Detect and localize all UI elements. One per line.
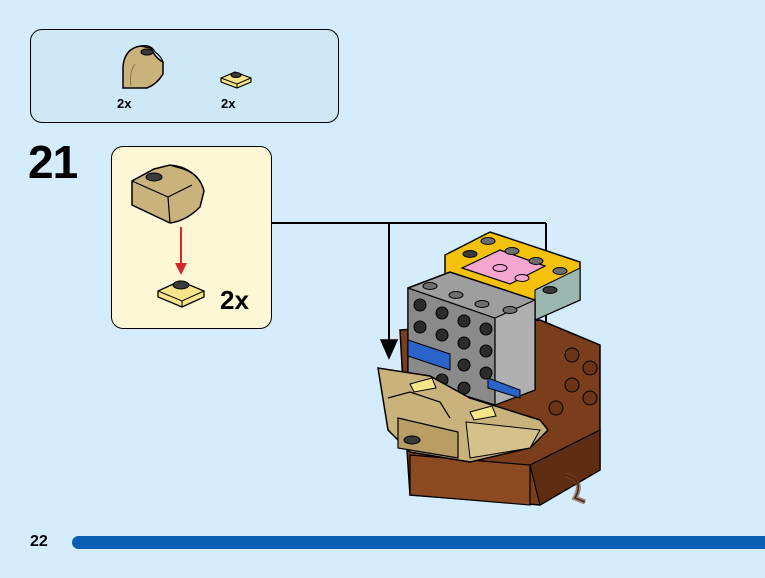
yellow-plate-1x1-icon	[219, 66, 255, 90]
grey-face-bricks-icon	[407, 271, 536, 406]
parts-list-box: 2x 2x	[30, 29, 339, 123]
part-qty: 2x	[117, 96, 132, 111]
subassembly-callout: 2x	[111, 146, 272, 329]
page-progress-bar	[72, 536, 765, 549]
step-number: 21	[28, 136, 78, 188]
subassembly-qty: 2x	[220, 285, 249, 315]
tan-curved-slope-brick-icon	[131, 164, 205, 224]
arrow-head-icon	[379, 339, 399, 360]
red-arrow-icon	[175, 227, 187, 275]
tan-curved-slope-brick-icon	[117, 42, 169, 90]
tan-hat-brim-icon	[377, 367, 550, 463]
yellow-plate-1x1-icon	[157, 280, 205, 308]
part-qty: 2x	[221, 96, 236, 111]
page-number: 22	[30, 533, 48, 550]
